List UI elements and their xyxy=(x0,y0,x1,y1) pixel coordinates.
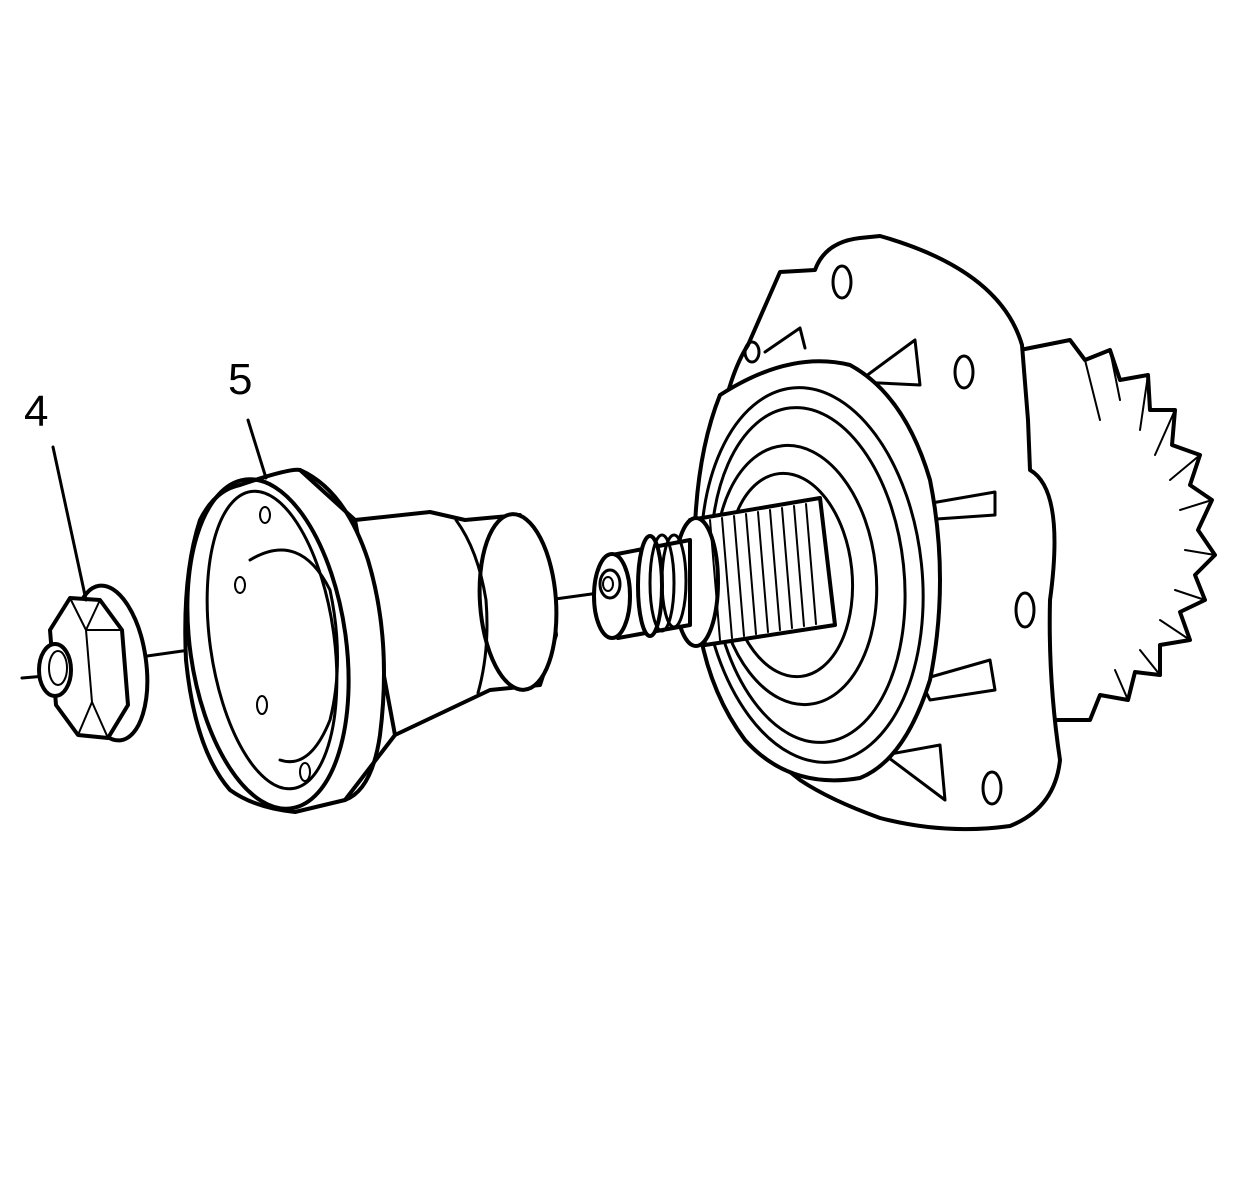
flange-outer-rim xyxy=(185,477,351,811)
bolt-hole xyxy=(743,340,761,364)
pinion-flange-part-5 xyxy=(183,467,559,814)
leader-line-4 xyxy=(51,445,88,602)
pinion-shaft xyxy=(592,496,837,648)
bolt-hole xyxy=(234,576,246,594)
bolt-hole xyxy=(953,354,975,390)
bolt-hole xyxy=(256,695,268,715)
bolt-hole xyxy=(299,762,311,782)
bolt-hole xyxy=(1014,591,1036,629)
ring-gear xyxy=(1018,338,1217,722)
callout-label-4: 4 xyxy=(24,387,48,436)
leader-line-5 xyxy=(246,418,268,480)
bolt-hole xyxy=(981,770,1003,806)
flange-rib xyxy=(883,743,947,802)
flange-bore xyxy=(248,548,339,763)
callout-label-5: 5 xyxy=(228,355,252,404)
pinion-nut-part-4 xyxy=(37,583,150,743)
pinion-housing-assembly xyxy=(592,234,1217,832)
flange-rib xyxy=(763,326,807,354)
bolt-hole xyxy=(259,506,271,524)
flange-inner-rim xyxy=(205,489,339,791)
flange-rib xyxy=(856,338,922,387)
bolt-hole xyxy=(831,264,853,300)
